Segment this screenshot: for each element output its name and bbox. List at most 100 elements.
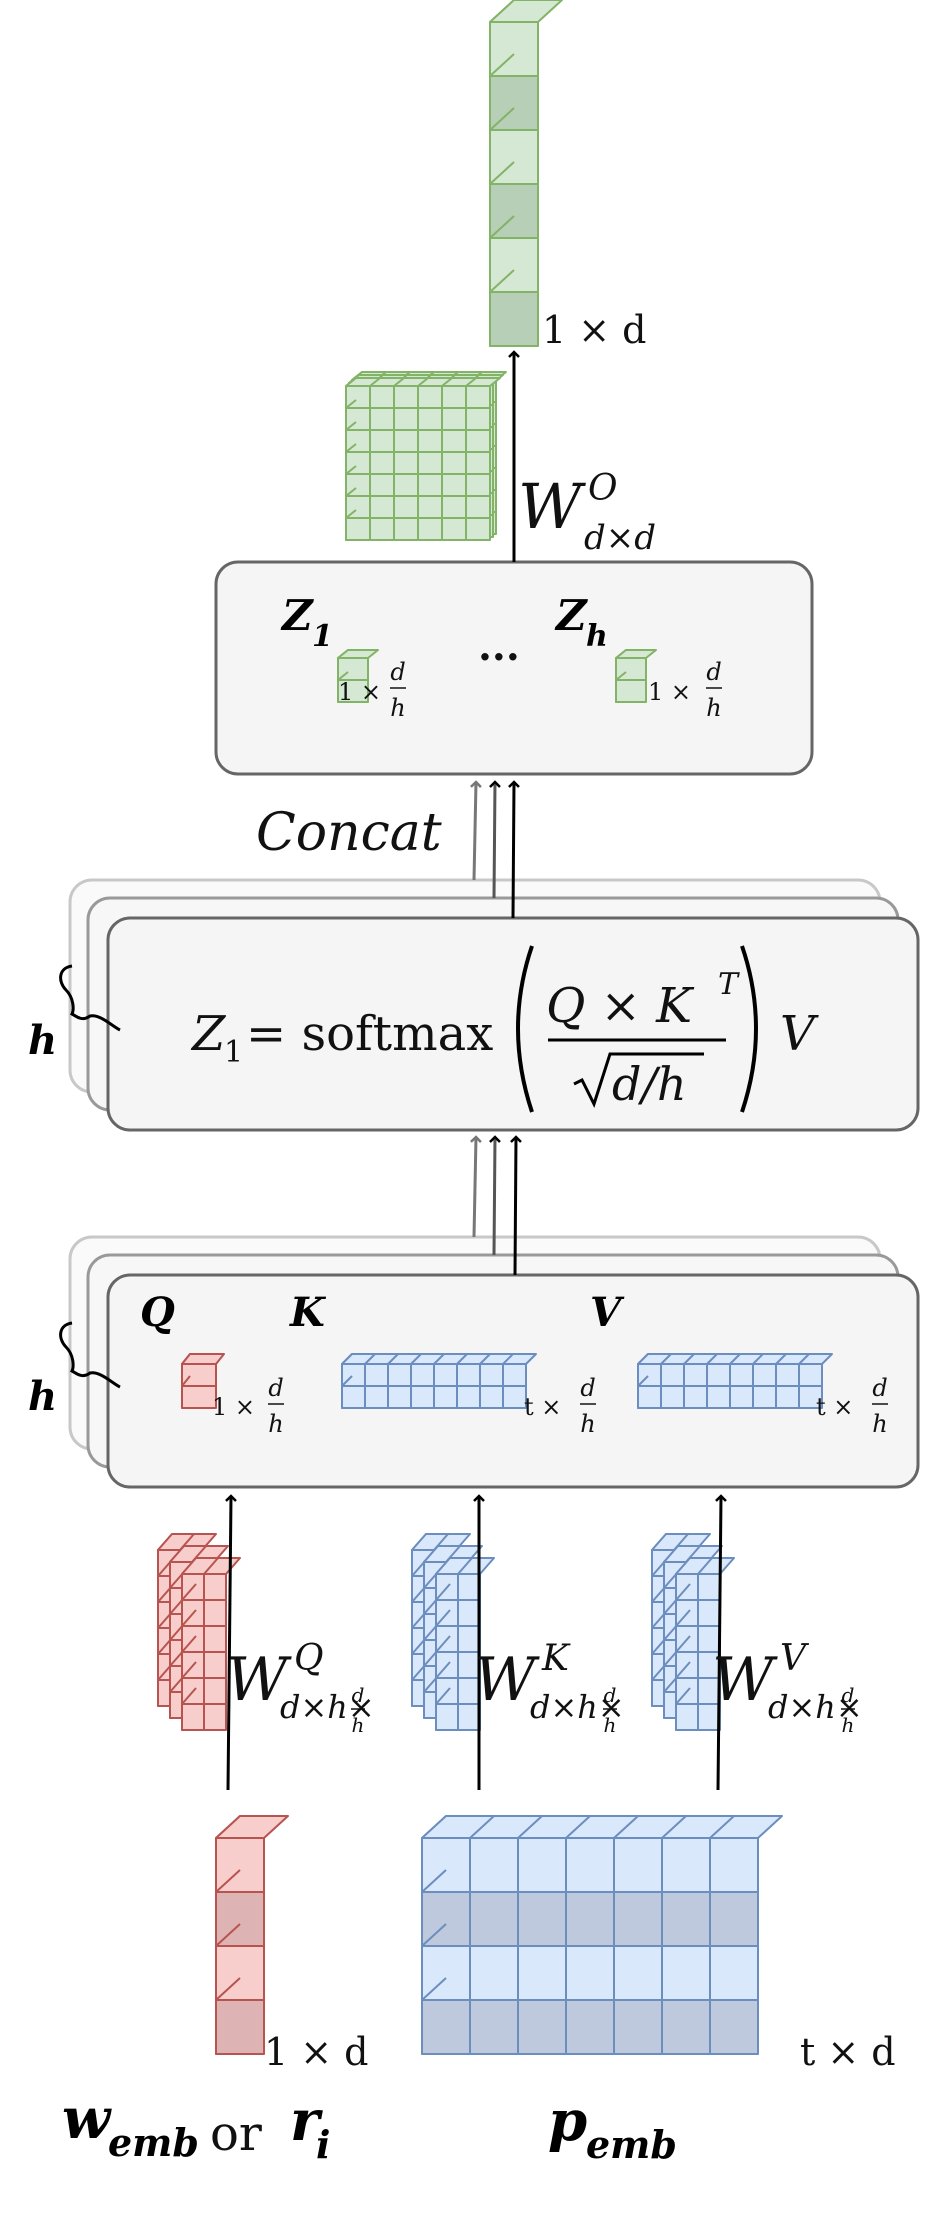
v-frac-den: h bbox=[872, 1410, 887, 1438]
r-i-label: r i bbox=[290, 2088, 330, 2167]
v-block bbox=[637, 1353, 833, 1409]
pemb-dim-label: t × d bbox=[800, 2030, 896, 2074]
wv-base: W bbox=[712, 1645, 778, 1715]
zh-label: Z h bbox=[554, 591, 608, 654]
wk-sup: K bbox=[541, 1638, 571, 1679]
v-dim: t × bbox=[816, 1393, 853, 1421]
p-emb-sub: emb bbox=[586, 2122, 677, 2167]
w-emb-label: w emb bbox=[62, 2086, 199, 2165]
wo-base: W bbox=[518, 470, 586, 543]
arrow-concat-1 bbox=[470, 780, 482, 881]
zh-frac-den: h bbox=[706, 694, 721, 722]
zh-base: Z bbox=[554, 591, 588, 640]
wo-sup: O bbox=[588, 468, 618, 509]
attention-formula: Z 1 = softmax Q × K T d/h V bbox=[190, 945, 819, 1113]
wk-frac-num: d bbox=[604, 1683, 617, 1707]
z1-sub: 1 bbox=[312, 619, 333, 654]
w-emb-sub: emb bbox=[108, 2120, 199, 2165]
input-dim-label: 1 × d bbox=[264, 2030, 369, 2074]
z1-block bbox=[337, 649, 379, 703]
q-frac-num: d bbox=[268, 1374, 283, 1402]
z1-frac-den: h bbox=[390, 694, 405, 722]
z1-dim: 1 × bbox=[338, 678, 381, 706]
k-frac-num: d bbox=[580, 1374, 595, 1402]
k-block bbox=[341, 1353, 537, 1409]
concat-label: Concat bbox=[256, 803, 442, 863]
p-emb-label: p emb bbox=[548, 2088, 677, 2167]
h-label-qkv: h bbox=[28, 1373, 57, 1420]
arrow-q bbox=[225, 1494, 237, 1791]
formula-num-sup: T bbox=[718, 967, 740, 1002]
wo-label: W O d×d bbox=[518, 468, 656, 558]
wq-label: W Q d×h× d h bbox=[226, 1638, 375, 1737]
arrow-concat-2 bbox=[489, 780, 501, 899]
output-vector bbox=[489, 0, 563, 347]
q-dim-label: 1 × d h bbox=[212, 1374, 284, 1438]
wk-matrix bbox=[411, 1533, 495, 1731]
w-emb-base: w bbox=[62, 2086, 112, 2152]
wk-label: W K d×h× d h bbox=[474, 1638, 625, 1737]
h-brace-attn bbox=[59, 964, 121, 1032]
ellipsis: ... bbox=[478, 623, 520, 670]
arrow-v bbox=[715, 1494, 727, 1791]
formula-lhs-sub: 1 bbox=[224, 1035, 243, 1070]
zh-block bbox=[615, 649, 657, 703]
wq-matrix bbox=[157, 1533, 241, 1731]
q-frac-den: h bbox=[268, 1410, 283, 1438]
wq-sub: d×h× bbox=[280, 1688, 375, 1726]
zh-frac-num: d bbox=[706, 658, 721, 686]
k-dim-label: t × d h bbox=[524, 1374, 596, 1438]
or-label: or bbox=[210, 2106, 262, 2162]
pemb-matrix bbox=[421, 1815, 783, 2055]
v-label: V bbox=[590, 1289, 625, 1336]
output-dim-label: 1 × d bbox=[542, 308, 647, 352]
formula-rparen bbox=[740, 945, 758, 1113]
v-dim-label: t × d h bbox=[816, 1374, 888, 1438]
z1-base: Z bbox=[280, 591, 314, 640]
wk-base: W bbox=[474, 1645, 540, 1715]
wv-matrix bbox=[651, 1533, 735, 1731]
z1-frac-num: d bbox=[390, 658, 405, 686]
formula-lparen bbox=[516, 945, 534, 1113]
zh-dim: 1 × bbox=[648, 678, 691, 706]
wq-sup: Q bbox=[294, 1638, 324, 1679]
zh-dim-label: 1 × d h bbox=[648, 658, 722, 722]
wk-frac-den: h bbox=[604, 1713, 617, 1737]
wv-sub: d×h× bbox=[768, 1688, 863, 1726]
wq-frac-den: h bbox=[352, 1713, 365, 1737]
formula-sqrt bbox=[573, 1052, 704, 1108]
k-frac-den: h bbox=[580, 1410, 595, 1438]
formula-eq: = softmax bbox=[246, 1006, 493, 1062]
z1-label: Z 1 bbox=[280, 591, 333, 654]
input-vector bbox=[215, 1815, 289, 2055]
arrow-attn-1 bbox=[470, 1135, 482, 1238]
wo-matrix bbox=[345, 371, 507, 541]
k-dim: t × bbox=[524, 1393, 561, 1421]
zh-sub: h bbox=[586, 619, 608, 654]
z1-dim-label: 1 × d h bbox=[338, 658, 406, 722]
wv-label: W V d×h× d h bbox=[712, 1638, 863, 1737]
p-emb-base: p bbox=[548, 2088, 587, 2154]
h-brace-qkv bbox=[59, 1321, 121, 1389]
wk-sub: d×h× bbox=[530, 1688, 625, 1726]
r-i-base: r bbox=[290, 2088, 323, 2154]
q-block bbox=[181, 1353, 225, 1409]
k-label: K bbox=[289, 1289, 327, 1336]
wo-sub: d×d bbox=[584, 518, 656, 558]
arrow-attn-3 bbox=[510, 1135, 522, 1276]
formula-den: d/h bbox=[612, 1057, 687, 1111]
wv-frac-num: d bbox=[842, 1683, 855, 1707]
r-i-sub: i bbox=[316, 2122, 330, 2167]
wq-base: W bbox=[226, 1645, 292, 1715]
q-dim: 1 × bbox=[212, 1393, 255, 1421]
arrow-concat-3 bbox=[508, 780, 520, 919]
formula-v: V bbox=[780, 1006, 819, 1062]
v-frac-num: d bbox=[872, 1374, 887, 1402]
wv-frac-den: h bbox=[842, 1713, 855, 1737]
h-label-attn: h bbox=[28, 1017, 57, 1064]
arrow-attn-2 bbox=[489, 1135, 501, 1256]
formula-lhs: Z bbox=[190, 1006, 227, 1062]
q-label: Q bbox=[140, 1289, 175, 1336]
wq-frac-num: d bbox=[352, 1683, 365, 1707]
